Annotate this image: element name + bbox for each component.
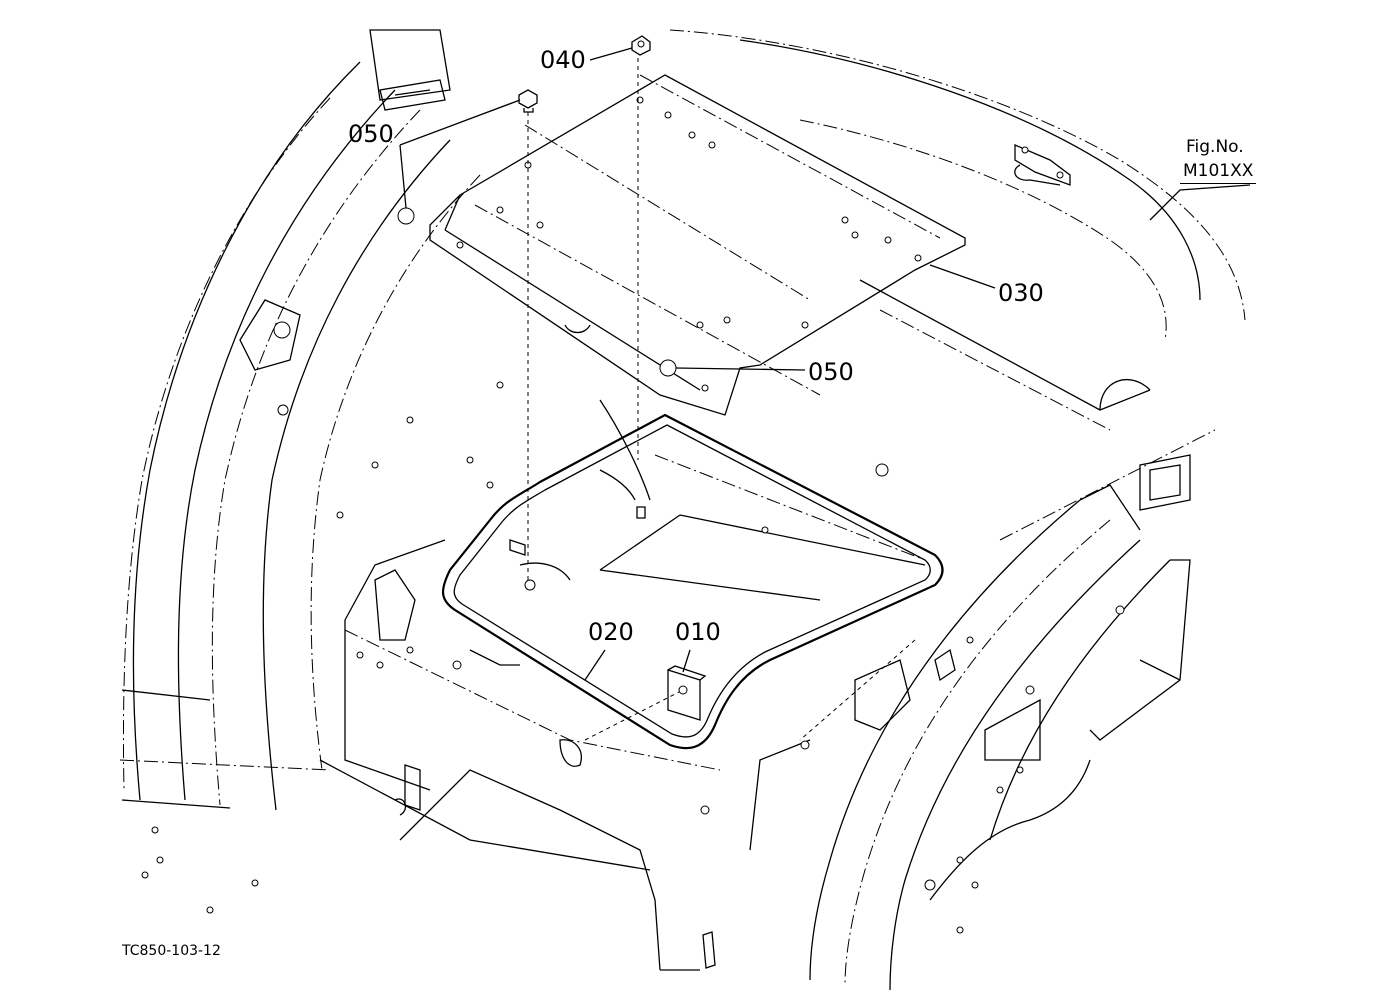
callout-050-top: 050 bbox=[348, 120, 394, 148]
right-fender-outline bbox=[809, 484, 1191, 991]
plate-030 bbox=[429, 74, 966, 416]
callout-050-mid: 050 bbox=[808, 358, 854, 386]
bolt-050-mid bbox=[659, 359, 677, 377]
callout-010: 010 bbox=[675, 618, 721, 646]
upper-left-bracket bbox=[369, 29, 451, 111]
callout-040: 040 bbox=[540, 46, 586, 74]
pad-010 bbox=[667, 665, 707, 721]
callout-020: 020 bbox=[588, 618, 634, 646]
panel-holes bbox=[141, 299, 1024, 934]
assembly-axes bbox=[527, 58, 916, 741]
rear-upper-panel bbox=[599, 29, 1246, 541]
fig-no-underline bbox=[1180, 183, 1256, 184]
hinge-bracket bbox=[1014, 144, 1071, 186]
fig-no-label: Fig.No. bbox=[1186, 137, 1244, 157]
callout-030: 030 bbox=[998, 279, 1044, 307]
bolt-050-top bbox=[518, 89, 538, 113]
left-fender-outline bbox=[121, 61, 481, 811]
floor-opening bbox=[509, 454, 926, 601]
fig-no-value: M101XX bbox=[1183, 161, 1254, 181]
leader-lines bbox=[399, 47, 1251, 681]
drawing-code: TC850-103-12 bbox=[122, 943, 221, 959]
gasket-020 bbox=[442, 413, 944, 750]
lower-body bbox=[119, 539, 911, 971]
bolt-040 bbox=[631, 35, 651, 56]
bolt-050-left bbox=[397, 207, 415, 225]
